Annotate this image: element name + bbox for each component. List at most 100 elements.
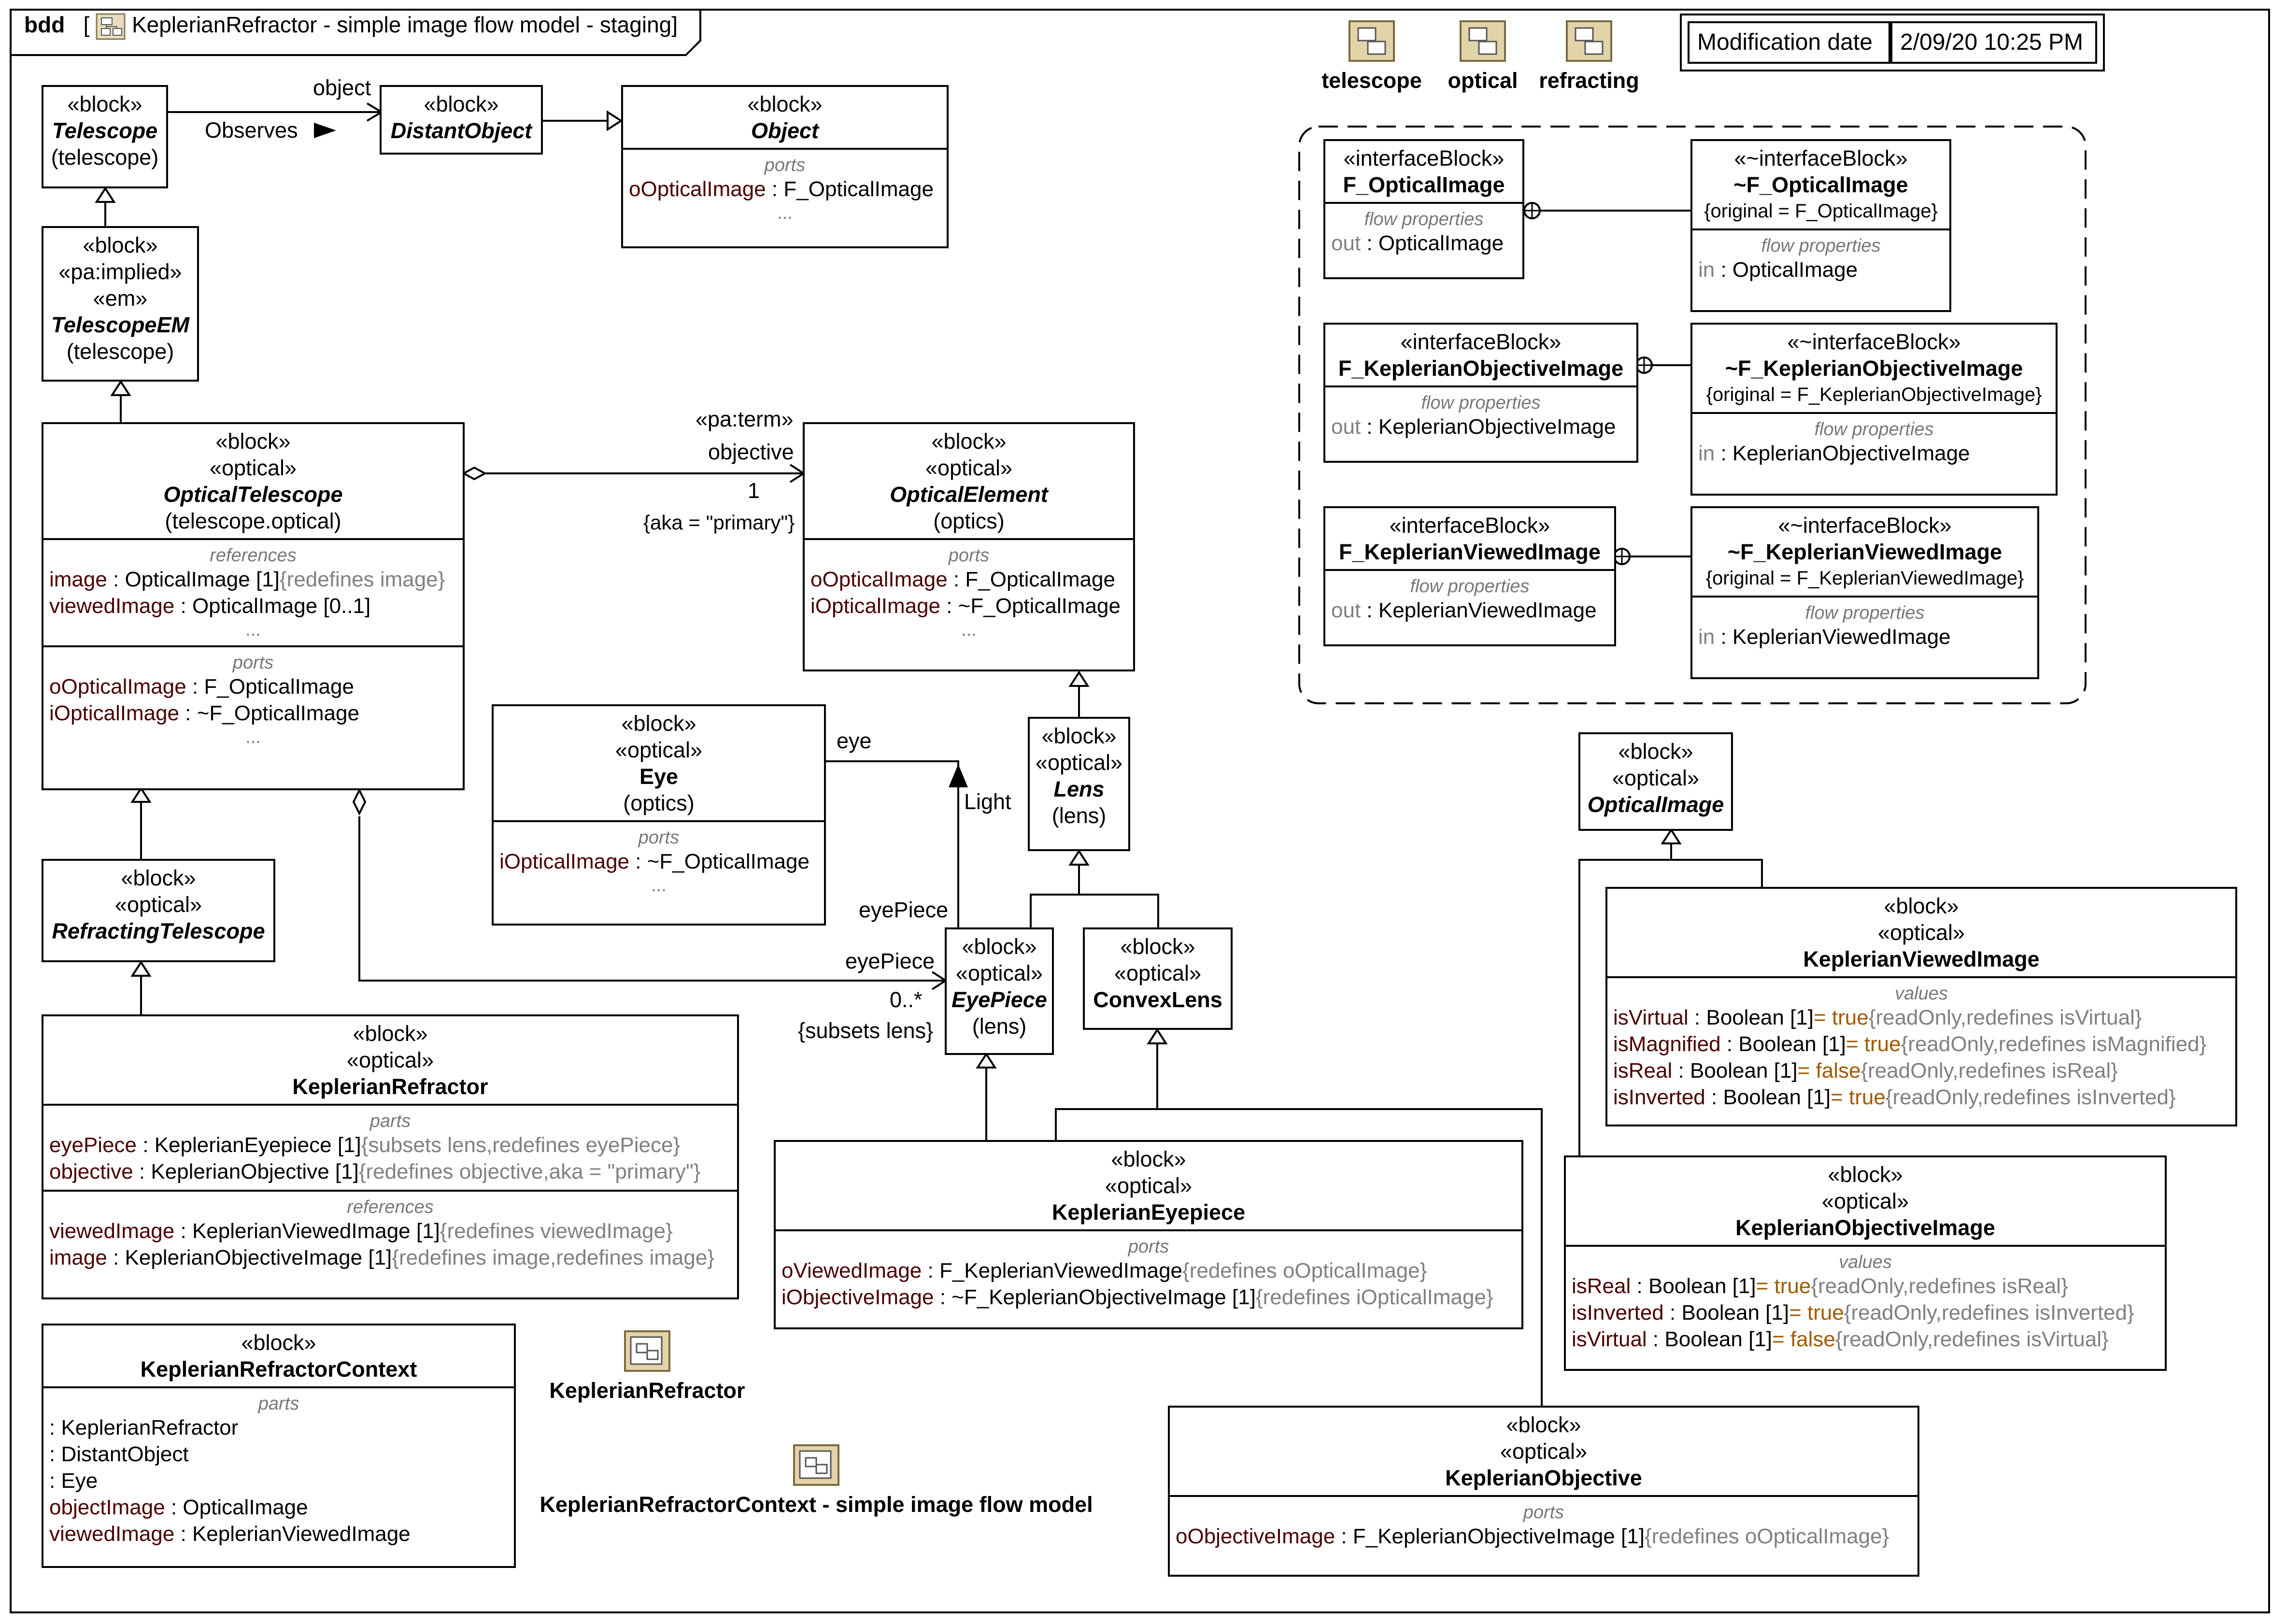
flow-property-row[interactable]: in : KeplerianViewedImage (1698, 625, 1951, 649)
part-row[interactable]: viewedImage : KeplerianViewedImage (49, 1522, 411, 1546)
stereotype: «optical» (1105, 1173, 1193, 1198)
stereotype: «~interfaceBlock» (1778, 513, 1952, 538)
block-telescope-em[interactable]: «block» «pa:implied» «em» TelescopeEM (t… (42, 226, 199, 382)
value-row[interactable]: isInverted : Boolean [1]= true{readOnly,… (1613, 1085, 2176, 1109)
interface-block-f-keplerian-objective-image[interactable]: «interfaceBlock» F_KeplerianObjectiveIma… (1323, 323, 1638, 463)
frame-bracket: [ (83, 12, 90, 37)
section-title: flow properties (1421, 393, 1541, 413)
stereotype: «block» (241, 1330, 316, 1355)
value-row[interactable]: isVirtual : Boolean [1]= false{readOnly,… (1572, 1327, 2109, 1351)
value-row[interactable]: isInverted : Boolean [1]= true{readOnly,… (1572, 1301, 2134, 1325)
reference-row[interactable]: image : KeplerianObjectiveImage [1]{rede… (49, 1246, 715, 1269)
flow-property-row[interactable]: out : KeplerianViewedImage (1331, 598, 1597, 622)
objective-stereotype-label: «pa:term» (696, 407, 794, 431)
stereotype: «block» (353, 1021, 428, 1046)
block-eye[interactable]: «block» «optical» Eye (optics) ports iOp… (492, 704, 826, 926)
port-row[interactable]: oViewedImage : F_KeplerianViewedImage{re… (781, 1259, 1427, 1282)
section-title: values (1895, 983, 1948, 1004)
block-name: Telescope (52, 118, 158, 143)
block-name: Eye (639, 764, 679, 789)
package-icon (1566, 20, 1612, 62)
reference-row[interactable]: image : OpticalImage [1]{redefines image… (49, 568, 445, 591)
reference-row[interactable]: viewedImage : KeplerianViewedImage [1]{r… (49, 1219, 673, 1243)
port-row[interactable]: iObjectiveImage : ~F_KeplerianObjectiveI… (781, 1285, 1493, 1309)
value-row[interactable]: isReal : Boolean [1]= true{readOnly,rede… (1572, 1274, 2068, 1298)
port-row[interactable]: oOpticalImage : F_OpticalImage (810, 568, 1115, 591)
block-refracting-telescope[interactable]: «block» «optical» RefractingTelescope (42, 859, 275, 962)
value-row[interactable]: isVirtual : Boolean [1]= true{readOnly,r… (1613, 1006, 2142, 1029)
eyepiece-multiplicity-label: 0..* (890, 987, 923, 1012)
part-row[interactable]: : DistantObject (49, 1442, 189, 1466)
block-name: KeplerianRefractorContext (140, 1357, 417, 1382)
reference-row[interactable]: viewedImage : OpticalImage [0..1] (49, 594, 371, 618)
ellipsis: ... (777, 203, 793, 223)
block-optical-telescope[interactable]: «block» «optical» OpticalTelescope (tele… (42, 422, 465, 790)
stereotype: «block» (121, 866, 196, 890)
part-row[interactable]: : KeplerianRefractor (49, 1416, 239, 1439)
block-optical-image[interactable]: «block» «optical» OpticalImage (1578, 732, 1733, 831)
section-title: parts (258, 1394, 299, 1414)
port-row[interactable]: iOpticalImage : ~F_OpticalImage (499, 850, 809, 873)
port-row[interactable]: oObjectiveImage : F_KeplerianObjectiveIm… (1176, 1524, 1889, 1548)
flow-property-row[interactable]: in : KeplerianObjectiveImage (1698, 442, 1970, 465)
flow-property-row[interactable]: out : KeplerianObjectiveImage (1331, 415, 1616, 439)
section-title: references (210, 545, 297, 566)
section-title: values (1839, 1252, 1892, 1272)
block-name: RefractingTelescope (52, 919, 265, 943)
diagram-link-keplerian-refractor-context[interactable]: KeplerianRefractorContext - simple image… (531, 1443, 1101, 1517)
package-label: telescope (1321, 68, 1422, 93)
diagram-link-keplerian-refractor[interactable]: KeplerianRefractor (546, 1329, 749, 1403)
block-optical-element[interactable]: «block» «optical» OpticalElement (optics… (803, 422, 1135, 671)
original-constraint: {original = F_KeplerianObjectiveImage} (1706, 384, 2042, 405)
block-keplerian-refractor-context[interactable]: «block» KeplerianRefractorContext parts … (42, 1324, 516, 1568)
interface-block-f-optical-image[interactable]: «interfaceBlock» F_OpticalImage flow pro… (1323, 139, 1524, 279)
block-lens[interactable]: «block» «optical» Lens (lens) (1028, 717, 1130, 851)
block-name: KeplerianRefractor (292, 1074, 488, 1099)
port-row[interactable]: oOpticalImage : F_OpticalImage (49, 675, 354, 698)
stereotype: «block» (424, 92, 499, 116)
ellipsis: ... (245, 727, 261, 747)
block-eye-piece[interactable]: «block» «optical» EyePiece (lens) (945, 927, 1054, 1055)
block-keplerian-viewed-image[interactable]: «block» «optical» KeplerianViewedImage v… (1605, 887, 2237, 1126)
block-keplerian-refractor[interactable]: «block» «optical» KeplerianRefractor par… (42, 1014, 739, 1299)
part-row[interactable]: : Eye (49, 1469, 98, 1493)
stereotype: «block» (67, 92, 142, 116)
block-convex-lens[interactable]: «block» «optical» ConvexLens (1083, 927, 1233, 1030)
part-row[interactable]: objectImage : OpticalImage (49, 1496, 308, 1519)
interface-block-f-keplerian-viewed-image[interactable]: «interfaceBlock» F_KeplerianViewedImage … (1323, 506, 1616, 646)
block-keplerian-eyepiece[interactable]: «block» «optical» KeplerianEyepiece port… (774, 1140, 1523, 1329)
section-title: parts (369, 1111, 411, 1131)
package-refracting[interactable]: refracting (1531, 19, 1647, 93)
section-title: flow properties (1410, 576, 1530, 597)
section-title: ports (764, 155, 806, 175)
block-keplerian-objective-image[interactable]: «block» «optical» KeplerianObjectiveImag… (1564, 1155, 2167, 1371)
block-diagram-icon (96, 13, 126, 40)
stereotype: «block» (1041, 724, 1117, 748)
flow-property-row[interactable]: in : OpticalImage (1698, 258, 1858, 282)
part-row[interactable]: objective : KeplerianObjective [1]{redef… (49, 1160, 701, 1183)
modification-date-label: Modification date (1688, 21, 1890, 64)
block-object[interactable]: «block» Object ports oOpticalImage : F_O… (621, 85, 949, 248)
package-icon (1460, 20, 1506, 62)
port-row[interactable]: iOpticalImage : ~F_OpticalImage (810, 594, 1121, 618)
package-telescope[interactable]: telescope (1314, 19, 1430, 93)
block-name: F_KeplerianObjectiveImage (1338, 356, 1624, 381)
section-title: flow properties (1814, 419, 1934, 440)
port-row[interactable]: oOpticalImage : F_OpticalImage (629, 177, 934, 201)
package-optical[interactable]: optical (1430, 19, 1536, 93)
value-row[interactable]: isReal : Boolean [1]= false{readOnly,red… (1613, 1059, 2118, 1083)
block-keplerian-objective[interactable]: «block» «optical» KeplerianObjective por… (1168, 1406, 1919, 1577)
objective-role-label: objective (708, 440, 794, 464)
block-name: TelescopeEM (51, 313, 189, 337)
interface-block-conj-f-keplerian-viewed-image[interactable]: «~interfaceBlock» ~F_KeplerianViewedImag… (1690, 506, 2039, 679)
interface-block-conj-f-optical-image[interactable]: «~interfaceBlock» ~F_OpticalImage {origi… (1690, 139, 1951, 312)
part-row[interactable]: eyePiece : KeplerianEyepiece [1]{subsets… (49, 1133, 681, 1157)
section-title: ports (638, 827, 680, 848)
value-row[interactable]: isMagnified : Boolean [1]= true{readOnly… (1613, 1032, 2207, 1056)
flow-property-row[interactable]: out : OpticalImage (1331, 231, 1504, 255)
package-icon (1349, 20, 1395, 62)
interface-block-conj-f-keplerian-objective-image[interactable]: «~interfaceBlock» ~F_KeplerianObjectiveI… (1690, 323, 2058, 496)
block-telescope[interactable]: «block» Telescope (telescope) (42, 85, 168, 188)
block-distant-object[interactable]: «block» DistantObject (380, 85, 543, 155)
port-row[interactable]: iOpticalImage : ~F_OpticalImage (49, 701, 359, 725)
